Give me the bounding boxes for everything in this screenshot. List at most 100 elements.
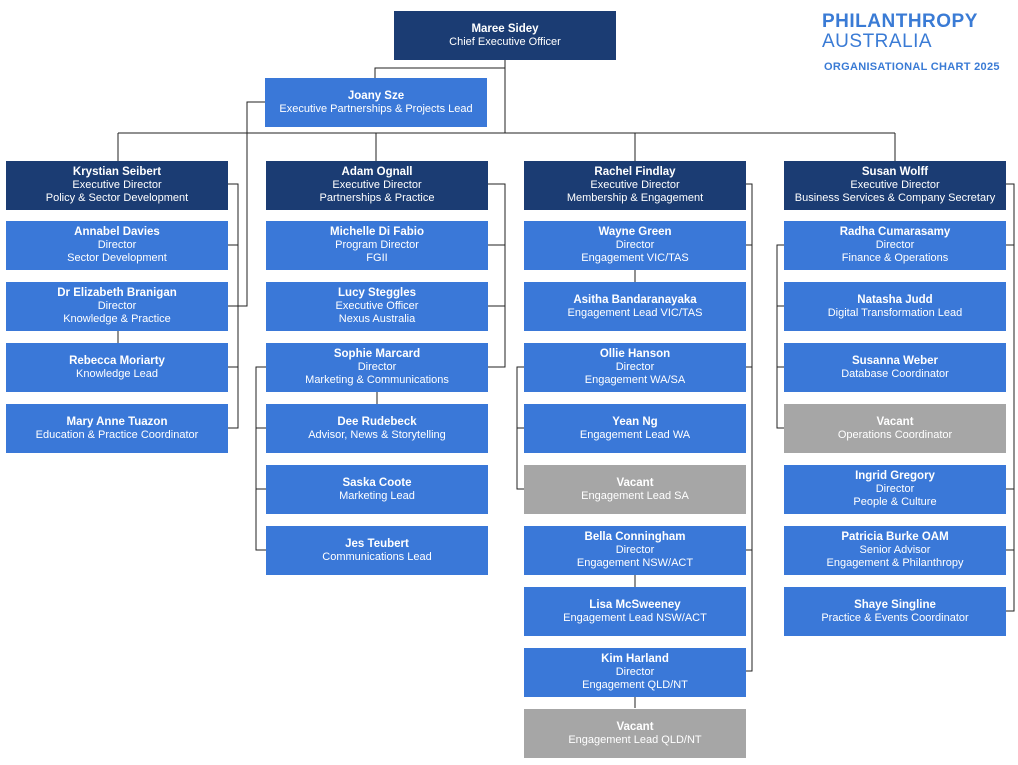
ceo-name: Maree Sidey xyxy=(471,22,539,35)
person-role: Director xyxy=(97,300,137,312)
person-name: Radha Cumarasamy xyxy=(839,226,951,238)
ceo-title: Chief Executive Officer xyxy=(449,35,561,48)
person-name: Mary Anne Tuazon xyxy=(66,415,168,428)
person-role: FGII xyxy=(366,252,388,264)
person-role: Engagement Lead SA xyxy=(581,489,689,502)
person-name: Annabel Davies xyxy=(74,226,160,238)
person-role: Operations Coordinator xyxy=(837,428,953,441)
exec-lead-name: Joany Sze xyxy=(347,89,405,102)
person-name: Krystian Seibert xyxy=(72,166,162,178)
person-role: Finance & Operations xyxy=(841,252,949,264)
person-role: Database Coordinator xyxy=(841,367,949,380)
person-role: Engagement Lead QLD/NT xyxy=(568,733,702,746)
person-name: Saska Coote xyxy=(342,476,412,489)
person-role: Marketing & Communications xyxy=(305,374,449,386)
person-role: Engagement & Philanthropy xyxy=(826,557,964,569)
person-role: Engagement Lead WA xyxy=(579,428,691,441)
person-name: Susanna Weber xyxy=(851,354,939,367)
person-name: Sophie Marcard xyxy=(333,348,421,360)
person-name: Lisa McSweeney xyxy=(589,598,681,611)
person-role: Program Director xyxy=(335,239,419,251)
logo-philanthropy: PHILANTHROPY xyxy=(822,11,978,32)
person-name: Ollie Hanson xyxy=(599,348,671,360)
person-role: Executive Director xyxy=(332,179,422,191)
person-role: Engagement QLD/NT xyxy=(582,679,688,691)
person-role: Knowledge Lead xyxy=(76,367,158,380)
person-name: Michelle Di Fabio xyxy=(330,226,424,238)
person-role: Nexus Australia xyxy=(338,313,416,325)
person-role: Knowledge & Practice xyxy=(63,313,171,325)
person-name: Lucy Steggles xyxy=(338,287,416,299)
person-role: Engagement Lead VIC/TAS xyxy=(567,306,703,319)
person-role: Director xyxy=(615,544,655,556)
person-role: Membership & Engagement xyxy=(566,192,704,204)
person-name: Natasha Judd xyxy=(857,293,933,306)
person-name: Vacant xyxy=(616,720,654,733)
person-role: Policy & Sector Development xyxy=(45,192,189,204)
person-role: Executive Officer xyxy=(335,300,419,312)
person-role: Sector Development xyxy=(67,252,167,264)
person-role: Engagement NSW/ACT xyxy=(576,557,694,569)
person-name: Ingrid Gregory xyxy=(855,470,935,482)
person-role: Advisor, News & Storytelling xyxy=(308,428,446,441)
person-name: Adam Ognall xyxy=(341,166,413,178)
person-role: Senior Advisor xyxy=(859,544,931,556)
person-name: Yean Ng xyxy=(612,415,658,428)
ceo-box: Maree Sidey Chief Executive Officer xyxy=(394,11,616,60)
person-role: Engagement Lead NSW/ACT xyxy=(563,611,707,624)
person-name: Vacant xyxy=(616,476,654,489)
person-role: Partnerships & Practice xyxy=(319,192,435,204)
person-name: Dee Rudebeck xyxy=(337,415,417,428)
person-role: Executive Director xyxy=(850,179,940,191)
person-role: Digital Transformation Lead xyxy=(827,306,963,319)
person-name: Rebecca Moriarty xyxy=(69,354,165,367)
person-name: Vacant xyxy=(876,415,914,428)
person-role: Business Services & Company Secretary xyxy=(794,192,996,204)
person-role: Director xyxy=(875,483,915,495)
person-role: Engagement VIC/TAS xyxy=(581,252,689,264)
person-role: Director xyxy=(875,239,915,251)
person-role: Director xyxy=(615,361,655,373)
logo-australia: AUSTRALIA xyxy=(822,31,933,52)
person-role: Director xyxy=(97,239,137,251)
person-name: Jes Teubert xyxy=(345,537,409,550)
person-name: Patricia Burke OAM xyxy=(841,531,949,543)
person-role: Practice & Events Coordinator xyxy=(821,611,969,624)
chart-subtitle: ORGANISATIONAL CHART 2025 xyxy=(824,61,1000,73)
person-role: Education & Practice Coordinator xyxy=(35,428,199,441)
person-name: Rachel Findlay xyxy=(594,166,676,178)
person-role: Director xyxy=(357,361,397,373)
exec-lead-title: Executive Partnerships & Projects Lead xyxy=(279,102,473,115)
person-name: Asitha Bandaranayaka xyxy=(573,293,697,306)
